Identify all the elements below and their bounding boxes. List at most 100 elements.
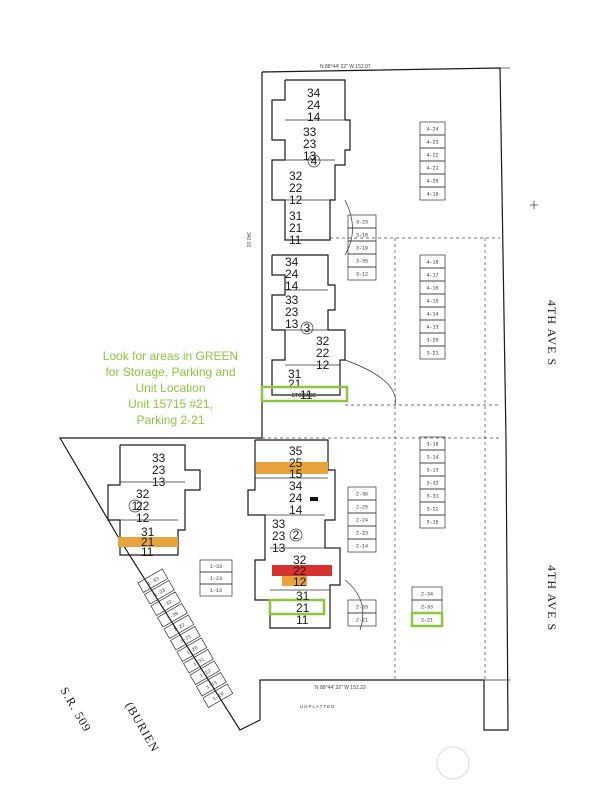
parking-stall: [347, 538, 377, 553]
parking-stall-label: 3-14: [426, 455, 438, 461]
note-line: Unit 15715 #21,: [128, 397, 213, 411]
unit-label: 31: [288, 367, 302, 381]
unit-label: 24: [307, 98, 321, 112]
parking-stall-label: 3-15: [426, 520, 438, 526]
parking-stall-label: 4-13: [426, 325, 438, 331]
legend-note: Look for areas in GREEN for Storage, Par…: [78, 348, 263, 428]
unit-label: 12: [136, 511, 150, 525]
parking-stall-diagonal: 1-21: [170, 626, 201, 651]
unit-label: 23: [272, 529, 286, 543]
unit-label: 12: [316, 358, 330, 372]
unit-label: 33: [272, 517, 286, 531]
parking-stalls: 4-244-234-224-214-204-194-184-174-164-15…: [137, 121, 446, 709]
property-boundary: [58, 67, 509, 731]
unit-label: 22: [316, 346, 330, 360]
watermark-circle: [436, 746, 470, 780]
parking-stall-label: 3-23: [356, 220, 368, 226]
parking-stall-label: 2-24: [356, 518, 368, 524]
note-line: Look for areas in GREEN: [102, 349, 239, 363]
note-line: Unit Location: [135, 381, 206, 395]
parking-stall-label: 2-21: [356, 618, 368, 624]
unit-label: 14: [307, 110, 321, 124]
unit-label: 33: [152, 451, 166, 465]
parking-stall: [163, 614, 195, 640]
unit-label: 24: [285, 267, 299, 281]
parking-stall: [196, 672, 227, 697]
unit-label: 32: [316, 334, 330, 348]
street-label-burien: (BURIEN: [122, 700, 162, 755]
parking-stall-label: 2-33: [421, 605, 433, 611]
unit-label: 24: [289, 491, 303, 505]
storage-highlight: [260, 385, 349, 403]
parking-stall-label: 3-13: [426, 468, 438, 474]
parking-stall: [137, 568, 169, 594]
parking-stall-label: 4-18: [426, 260, 438, 266]
driveway-curve: [344, 199, 353, 256]
parking-stall-label: 3-31: [426, 494, 438, 500]
unit-label: 14: [289, 503, 303, 517]
parking-stall-label: 1-20: [186, 645, 199, 656]
building-number: 3: [304, 321, 311, 335]
building-2: 2 35 25 15 34 24 14 33 23 13 32 22 12 31…: [247, 439, 341, 629]
unit-25-highlight: [256, 462, 328, 474]
unit-label: 11: [141, 545, 154, 559]
driveway-curve: [344, 579, 364, 631]
driveway-curve: [344, 359, 396, 406]
parking-stall-label: 4-22: [426, 153, 438, 159]
unit-label: 33: [285, 293, 299, 307]
building-1: 1 33 23 13 32 22 12 31 21 11: [107, 444, 201, 559]
unit-label: 13: [152, 475, 166, 489]
parking-stall-diagonal: 1-10: [202, 683, 234, 709]
parking-stall-label: 1-21: [179, 634, 192, 645]
unit-label: 33: [303, 125, 317, 139]
parking-stall-diagonal: 1-32: [150, 591, 182, 617]
parking-stall-label: 4-17: [426, 273, 438, 279]
unit-label: 11: [296, 613, 309, 627]
street-label-4th-ave-top: 4TH AVE S: [545, 300, 559, 366]
unit-label: 34: [285, 255, 299, 269]
parking-stall-label: 3-20: [426, 338, 438, 344]
parking-stall-label: 4-16: [426, 286, 438, 292]
parking-stall-label: 2-21: [421, 618, 433, 624]
parking-stall: [183, 649, 214, 674]
parking-stall-label: 2-34: [421, 592, 433, 598]
parking-stall-label: 4-15: [426, 299, 438, 305]
unit-label: 21: [296, 601, 310, 615]
unit-label: 12: [293, 575, 307, 589]
unit-marker: [310, 497, 318, 501]
bearing-top: N 88°44' 22" W 152.07: [320, 64, 371, 70]
parking-stall-label: 4-24: [426, 127, 438, 133]
unit-label: 23: [152, 463, 166, 477]
parking-stall-diagonal: 1-12: [189, 660, 221, 686]
parking-stall-label: 1-13: [210, 588, 222, 594]
parking-stall: [189, 660, 221, 686]
unit-label: 21: [141, 535, 155, 549]
parking-stall: [347, 612, 377, 627]
parking-stall: [199, 583, 233, 597]
unit-21-highlight: [118, 537, 178, 547]
parking-stall-label: 1-33: [210, 564, 222, 570]
unit-label: 13: [272, 541, 286, 555]
note-line: Parking 2-21: [136, 413, 205, 427]
parking-stall-label: 1-23: [210, 576, 222, 582]
unit-label: 31: [141, 525, 155, 539]
storage-label: STORAGE: [292, 393, 317, 399]
bearing-bottom: N 88°44' 22" W 152.22: [315, 685, 366, 691]
parking-stall-diagonal: 1-30: [157, 603, 188, 628]
unit-label: 25: [289, 456, 303, 470]
unit-22-highlight: [272, 565, 332, 576]
building-number: 4: [311, 154, 318, 168]
parking-stall: [419, 514, 446, 529]
parking-stall-label: 4-23: [426, 140, 438, 146]
parking-stall-label: 3-32: [426, 481, 438, 487]
parking-stall-label: 3-19: [356, 246, 368, 252]
parking-stall: [419, 186, 446, 201]
parking-stall-label: 1-23: [153, 588, 166, 599]
parking-stall-label: 3-16: [426, 442, 438, 448]
unit-label: 22: [136, 499, 150, 513]
parking-stall-label: 1-33: [147, 576, 160, 587]
parking-stall-label: 1-30: [166, 611, 179, 622]
unit-label: 11: [289, 233, 302, 247]
parking-stall: [157, 603, 188, 628]
unit-label: 31: [296, 589, 310, 603]
